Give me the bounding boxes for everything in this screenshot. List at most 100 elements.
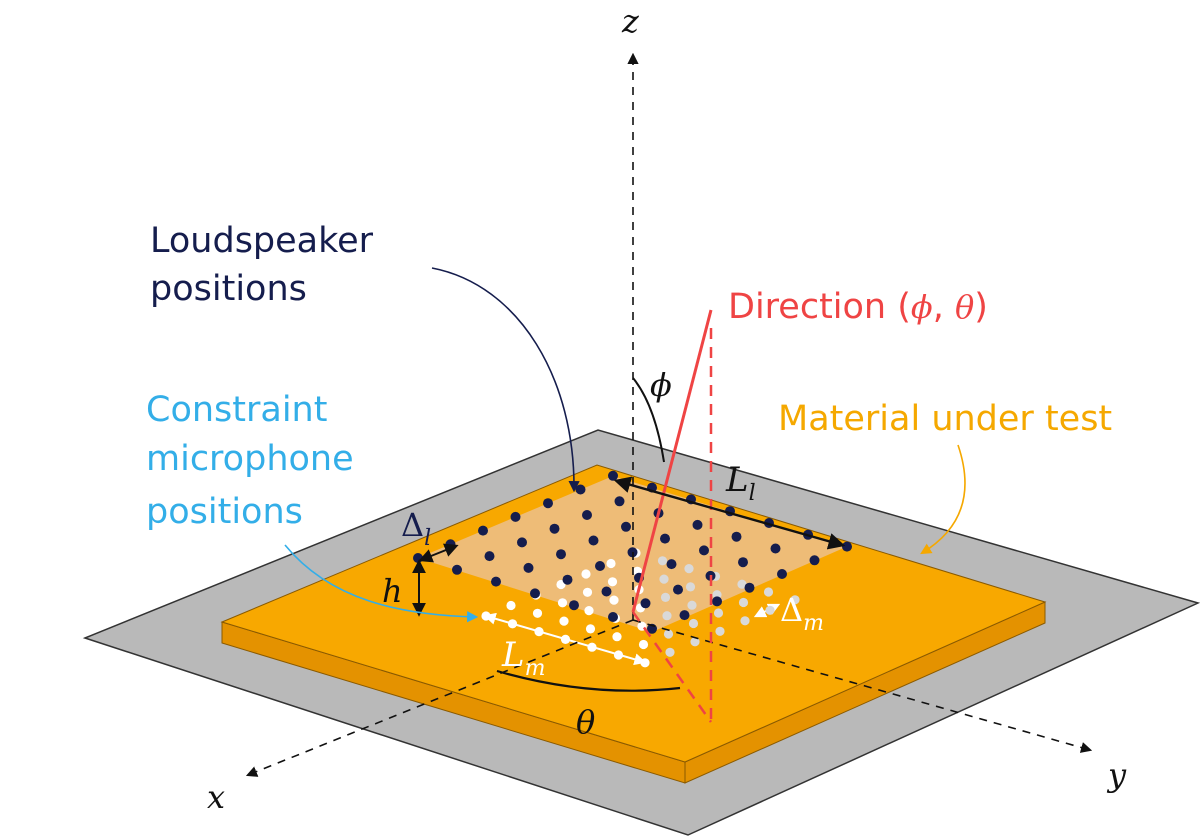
loudspeaker-dot — [601, 586, 612, 597]
loudspeaker-dot — [640, 598, 651, 609]
loudspeaker-dot — [452, 564, 462, 575]
microphone-dot — [690, 637, 700, 647]
constraint-label-line3: positions — [146, 492, 303, 532]
loudspeaker-dot — [517, 537, 527, 548]
microphone-dot — [713, 608, 724, 618]
loudspeaker-dot — [673, 584, 683, 595]
loudspeaker-dot — [842, 541, 852, 552]
microphone-dot — [559, 616, 569, 626]
microphone-dot — [506, 600, 516, 611]
microphone-dot — [737, 579, 747, 589]
loudspeaker-dot — [595, 561, 605, 571]
microphone-dot — [688, 618, 699, 629]
loudspeaker-dot — [510, 511, 521, 522]
loudspeaker-dot — [478, 525, 488, 536]
microphone-dot — [685, 582, 696, 592]
microphone-dot — [790, 595, 800, 605]
delta-l-label: Δl — [401, 506, 431, 551]
loudspeaker-dot — [530, 588, 540, 599]
microphone-dot — [587, 642, 597, 652]
loudspeaker-dot — [738, 557, 748, 568]
microphone-dot — [738, 597, 749, 608]
loudspeaker-dot — [562, 574, 573, 585]
direction-vector — [631, 309, 713, 613]
loudspeaker-dot — [543, 498, 553, 509]
phi-symbol: ϕ — [650, 366, 672, 404]
phi-angle-arc — [632, 377, 665, 463]
loudspeaker-label-line1: Loudspeaker — [150, 221, 374, 261]
loudspeaker-callout-leader — [431, 267, 580, 493]
loudspeaker-dot — [569, 600, 579, 611]
microphone-dot — [659, 574, 669, 584]
direction-ground-projection — [631, 611, 713, 723]
microphone-dot — [662, 611, 672, 621]
constraint-label-line1: Constraint — [146, 390, 327, 430]
loudspeaker-dot — [679, 610, 690, 621]
microphone-callout-leader — [284, 544, 479, 623]
h-symbol: h — [382, 572, 403, 610]
microphone-dot — [581, 569, 591, 579]
microphone-dot — [560, 634, 571, 645]
microphone-dot — [609, 595, 619, 605]
microphone-dot — [640, 658, 650, 668]
loudspeaker-dot — [588, 535, 599, 546]
loudspeaker-dot — [484, 551, 495, 562]
microphone-dot — [740, 616, 750, 626]
loudspeaker-dot — [614, 496, 625, 507]
loudspeaker-dot — [731, 531, 742, 542]
loudspeaker-dot — [666, 559, 677, 570]
microphone-dot — [534, 627, 544, 637]
microphone-dot — [585, 624, 596, 634]
theta-angle-arc — [496, 669, 681, 692]
loudspeaker-dot — [621, 521, 631, 532]
z-axis-label: z — [621, 2, 640, 40]
microphone-dot — [687, 600, 697, 610]
microphone-dot — [607, 577, 618, 587]
loudspeaker-dot — [413, 553, 423, 563]
direction-label: Direction (ϕ, θ) — [728, 287, 988, 327]
loudspeaker-dot — [491, 576, 501, 587]
microphone-dot — [638, 639, 649, 650]
loudspeaker-dot — [549, 523, 560, 534]
delta-l-arrow — [418, 543, 459, 563]
delta-m-label: Δm — [780, 591, 824, 636]
loudspeaker-dot — [608, 612, 618, 622]
loudspeaker-dot — [712, 596, 722, 607]
material-label: Material under test — [778, 399, 1112, 439]
microphone-dot — [765, 605, 775, 615]
loudspeaker-dot — [556, 549, 566, 560]
loudspeaker-dot — [523, 562, 534, 573]
y-axis — [632, 619, 1093, 753]
loudspeaker-dot — [582, 510, 592, 520]
microphone-dot — [532, 608, 543, 618]
microphone-dot — [612, 632, 622, 642]
microphone-dot — [763, 587, 774, 597]
loudspeaker-dot — [575, 484, 586, 495]
microphone-dot — [557, 598, 568, 608]
loudspeaker-dot — [777, 569, 787, 579]
microphone-dot — [660, 592, 671, 603]
microphone-dot — [613, 650, 624, 660]
loudspeaker-dot — [699, 545, 709, 556]
microphone-dot — [684, 564, 694, 574]
microphone-dot — [715, 626, 725, 636]
ll-label: Ll — [725, 460, 756, 506]
loudspeaker-dot — [809, 555, 820, 566]
microphone-dot — [606, 558, 616, 569]
lm-label: Lm — [501, 635, 545, 681]
loudspeaker-dot — [744, 582, 755, 593]
theta-symbol: θ — [576, 703, 595, 741]
loudspeaker-dot — [770, 543, 781, 554]
microphone-dot — [584, 606, 594, 616]
microphone-dot — [481, 611, 491, 621]
y-axis-label: y — [1106, 756, 1127, 794]
constraint-label-line2: microphone — [146, 439, 354, 479]
loudspeaker-dot — [660, 533, 670, 544]
microphone-dot — [582, 587, 593, 597]
microphone-dot — [665, 647, 675, 657]
microphone-dot — [657, 556, 668, 566]
loudspeaker-dot — [692, 519, 703, 530]
x-axis — [245, 619, 634, 777]
loudspeaker-label-line2: positions — [150, 269, 307, 309]
material-callout-leader — [920, 444, 966, 555]
